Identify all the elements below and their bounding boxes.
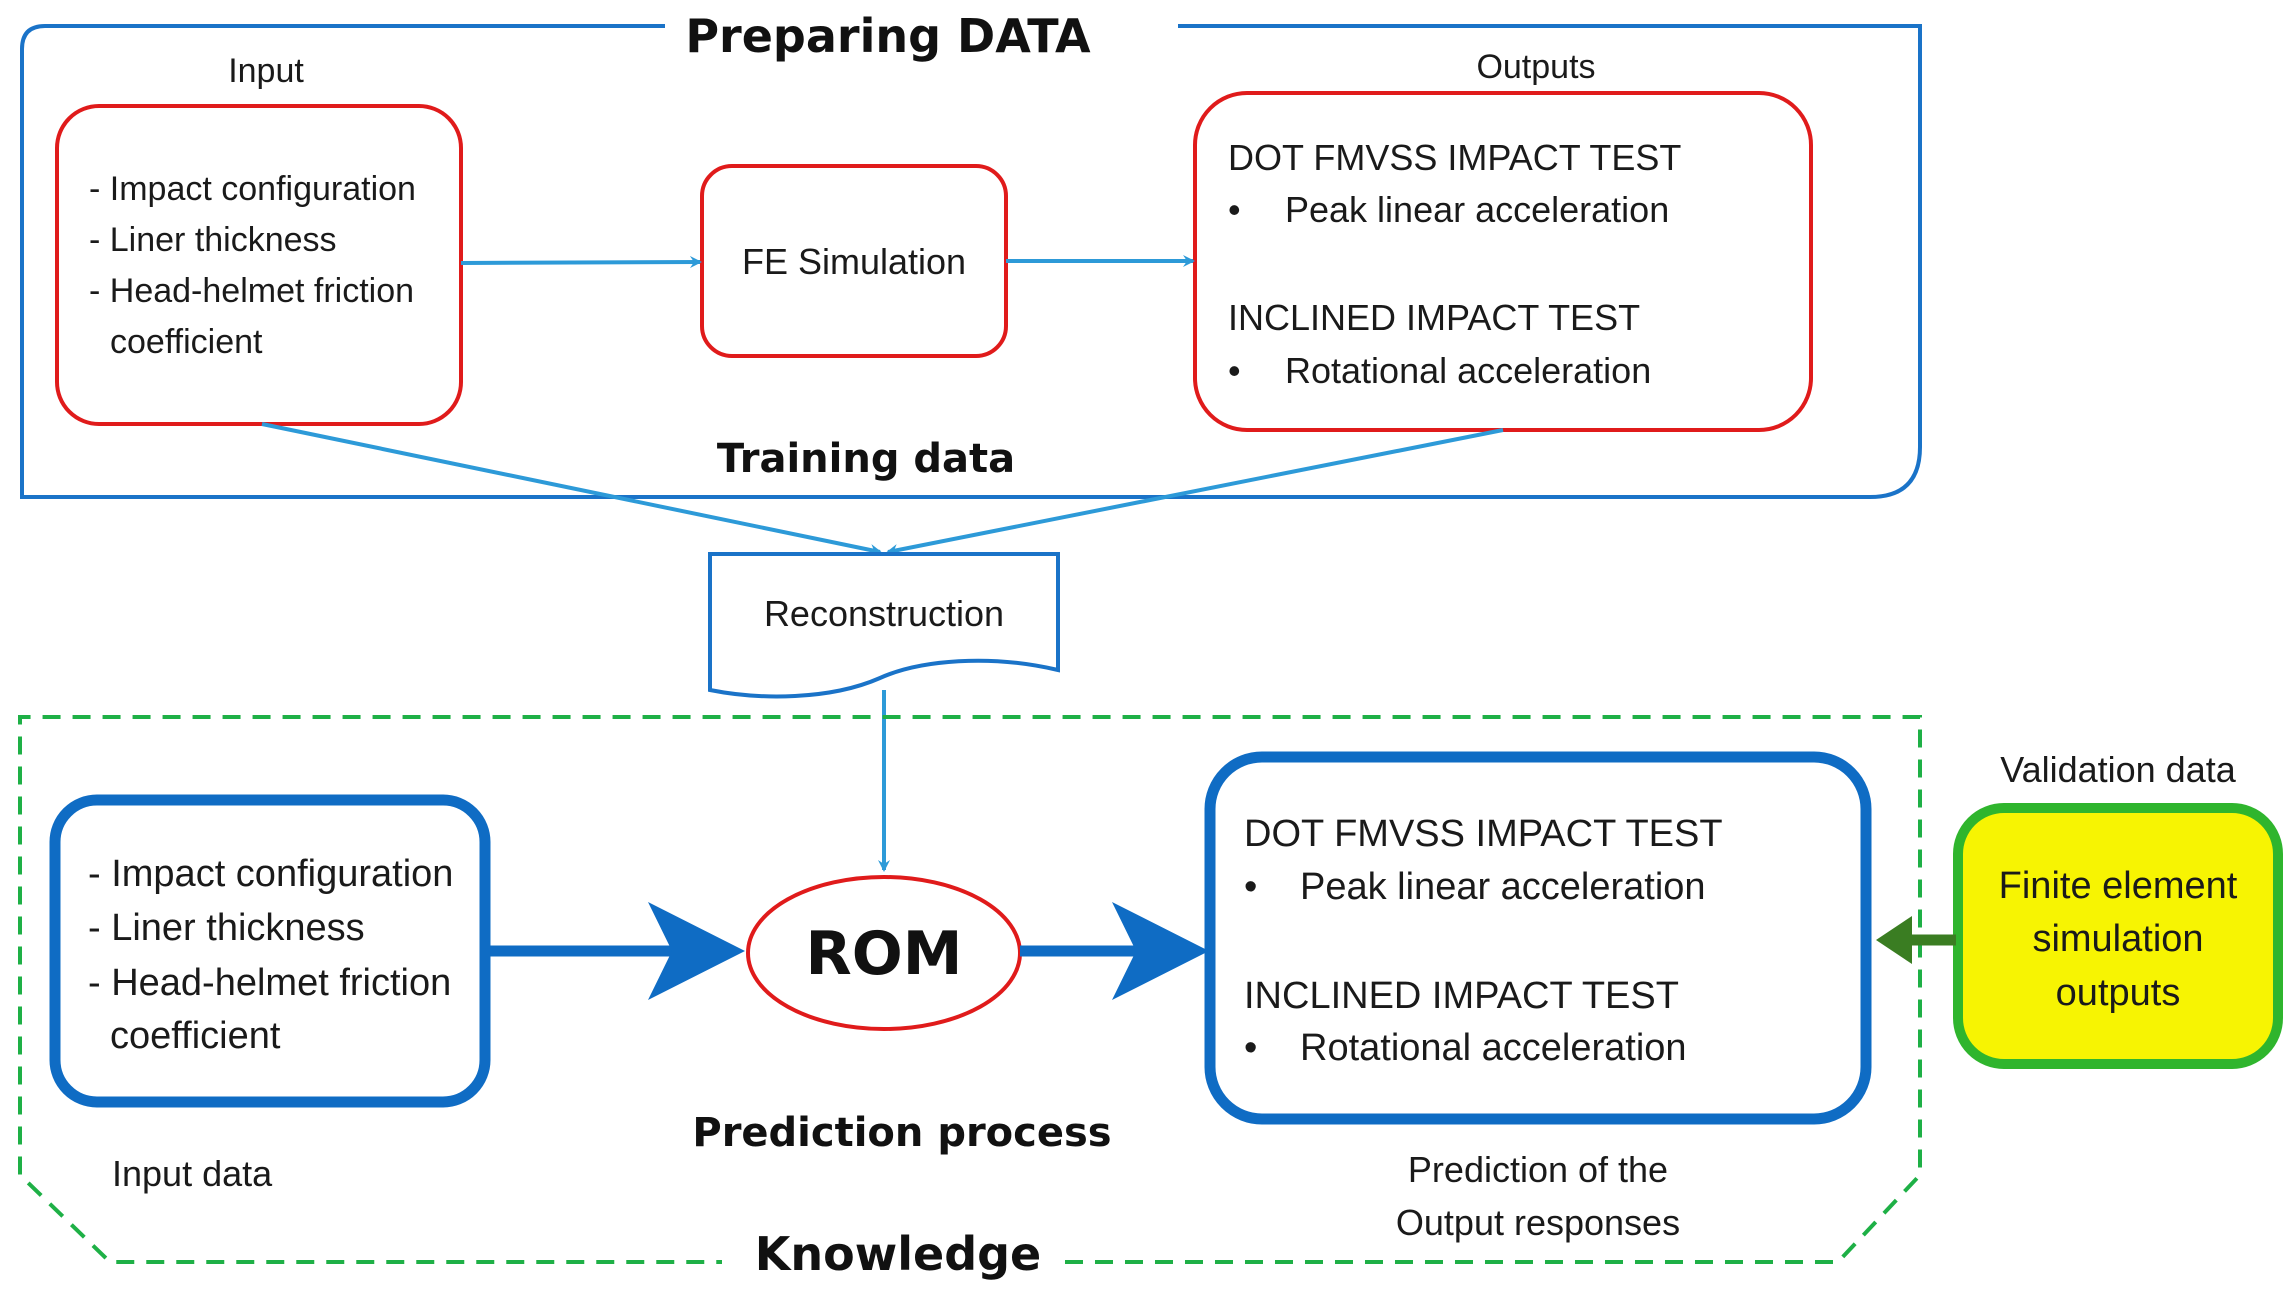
training-outputs-list: DOT FMVSS IMPACT TEST • Peak linear acce… — [1228, 137, 1681, 391]
prediction-caption-line: Prediction of the — [1408, 1149, 1668, 1190]
rom-label: ROM — [806, 919, 963, 989]
training-input-line: - Impact configuration — [89, 170, 416, 208]
prediction-output-heading: DOT FMVSS IMPACT TEST — [1244, 813, 1723, 855]
validation-arrowhead — [1876, 916, 1912, 964]
knowledge-section-frame — [18, 715, 1922, 1264]
outputs-label: Outputs — [1476, 48, 1595, 86]
training-output-item: Rotational acceleration — [1285, 350, 1651, 391]
training-input-line: - Liner thickness — [89, 221, 337, 259]
prediction-process-label: Prediction process — [692, 1110, 1111, 1156]
prediction-caption-line: Output responses — [1396, 1202, 1680, 1243]
input-to-rom-arrowhead — [648, 902, 745, 1000]
training-input-list: - Impact configuration - Liner thickness… — [89, 170, 416, 361]
training-output-heading: INCLINED IMPACT TEST — [1228, 297, 1640, 338]
reconstruction-box — [708, 552, 1060, 699]
validation-line: Finite element — [1999, 865, 2238, 907]
outputs-to-reconstruction-arrow — [886, 428, 1504, 556]
fe-simulation-label: FE Simulation — [742, 241, 966, 282]
validation-line: simulation — [2032, 918, 2203, 960]
prediction-input-line: coefficient — [110, 1015, 281, 1057]
knowledge-title: Knowledge — [755, 1227, 1042, 1281]
training-input-line: coefficient — [110, 323, 263, 361]
input-to-reconstruction-arrow — [261, 422, 882, 556]
reconstruction-label: Reconstruction — [764, 593, 1004, 634]
prediction-input-list: - Impact configuration - Liner thickness… — [88, 853, 453, 1057]
input-label: Input — [228, 52, 304, 90]
prediction-outputs-box — [1204, 751, 1872, 1125]
prediction-input-line: - Liner thickness — [88, 907, 365, 949]
knowledge-title-mask — [722, 1236, 1062, 1286]
validation-box — [1953, 803, 2283, 1069]
prediction-output-heading: INCLINED IMPACT TEST — [1244, 975, 1679, 1017]
training-output-heading: DOT FMVSS IMPACT TEST — [1228, 137, 1681, 178]
prediction-outputs-list: DOT FMVSS IMPACT TEST • Peak linear acce… — [1244, 813, 1723, 1069]
training-output-item: Peak linear acceleration — [1285, 189, 1669, 230]
prediction-output-item: Peak linear acceleration — [1300, 866, 1706, 908]
training-data-label: Training data — [717, 436, 1015, 482]
bullet: • — [1228, 350, 1241, 391]
training-input-box — [55, 104, 463, 426]
rom-to-prediction-arrowhead — [1112, 902, 1209, 1000]
bullet: • — [1228, 189, 1241, 230]
training-input-line: - Head-helmet friction — [89, 272, 414, 310]
validation-data-label: Validation data — [2000, 749, 2236, 790]
input-to-fe-arrow — [460, 256, 702, 269]
prediction-input-line: - Impact configuration — [88, 853, 453, 895]
bullet: • — [1244, 866, 1257, 908]
preparing-section-frame — [20, 24, 1922, 499]
prediction-output-item: Rotational acceleration — [1300, 1027, 1687, 1069]
input-data-label: Input data — [112, 1153, 273, 1194]
bullet: • — [1244, 1027, 1257, 1069]
validation-box-text: Finite element simulation outputs — [1999, 865, 2238, 1014]
preparing-title: Preparing DATA — [685, 9, 1091, 63]
prediction-input-line: - Head-helmet friction — [88, 962, 451, 1004]
validation-line: outputs — [2056, 972, 2181, 1014]
